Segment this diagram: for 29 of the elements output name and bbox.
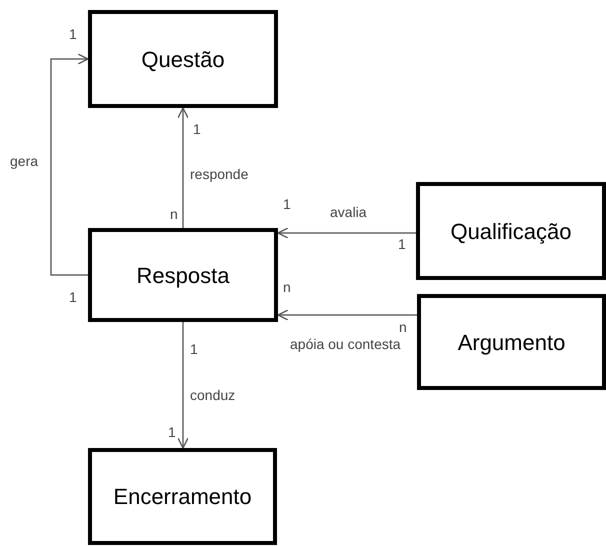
multiplicity-label: 1 — [283, 197, 291, 211]
arrow — [277, 227, 416, 239]
arrow — [50, 53, 89, 276]
multiplicity-label: 1 — [193, 122, 201, 136]
entity-box — [417, 294, 606, 390]
arrow — [177, 107, 189, 228]
multiplicity-label: 1 — [190, 342, 198, 356]
entity-box — [88, 10, 278, 108]
multiplicity-label: 1 — [69, 27, 77, 41]
edge-label: conduz — [190, 388, 236, 402]
entity-name: Encerramento — [113, 483, 252, 511]
multiplicity-label: n — [170, 207, 178, 221]
entity-name: Argumento — [458, 328, 566, 357]
entity-box — [88, 448, 277, 545]
entity-box — [88, 228, 278, 322]
multiplicity-label: 1 — [168, 425, 176, 439]
arrow — [277, 309, 417, 321]
entity-name: Resposta — [136, 262, 230, 290]
entity-name: Questão — [141, 46, 225, 74]
multiplicity-label: 1 — [69, 290, 77, 304]
edge-label: avalia — [330, 205, 367, 219]
edge-label: apóia ou contesta — [290, 337, 401, 351]
edge-label: responde — [190, 167, 248, 181]
multiplicity-label: 1 — [398, 237, 406, 251]
arrow — [177, 322, 189, 449]
multiplicity-label: n — [399, 320, 407, 334]
multiplicity-label: n — [283, 280, 291, 294]
entity-name: Qualificação — [450, 218, 572, 246]
entity-box — [416, 182, 606, 280]
